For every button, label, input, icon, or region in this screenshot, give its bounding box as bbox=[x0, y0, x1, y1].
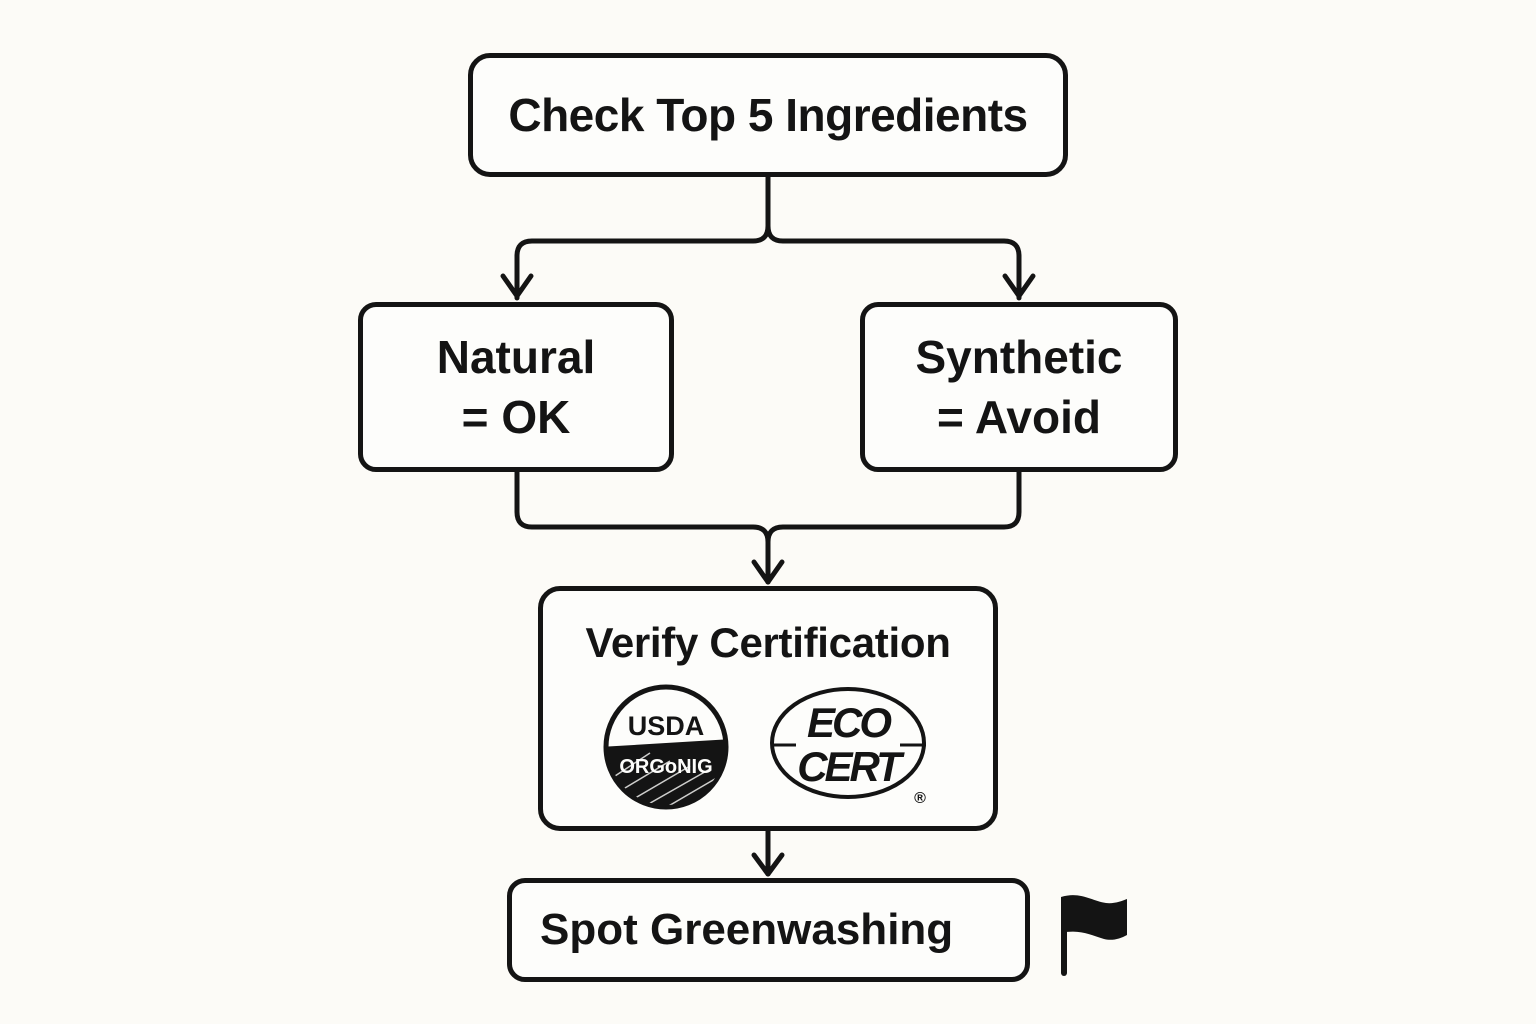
node-label: Spot Greenwashing bbox=[540, 905, 954, 954]
edge-merge-left bbox=[514, 469, 771, 585]
arrowhead-synthetic bbox=[1002, 273, 1036, 299]
edge-top-split bbox=[514, 174, 771, 301]
flag-icon bbox=[1061, 895, 1127, 976]
ecocert-logo-icon: ECO CERT ® bbox=[770, 687, 926, 807]
node-synthetic-avoid: Synthetic = Avoid bbox=[860, 302, 1178, 472]
node-label: Verify Certification bbox=[585, 619, 951, 666]
edge-merge-right bbox=[765, 469, 1022, 585]
svg-text:CERT: CERT bbox=[797, 743, 905, 790]
svg-text:ORGoNIG: ORGoNIG bbox=[619, 756, 712, 778]
node-label-line1: Synthetic bbox=[915, 331, 1123, 383]
svg-text:®: ® bbox=[914, 790, 926, 807]
arrowhead-natural bbox=[500, 273, 534, 299]
node-check-top-ingredients: Check Top 5 Ingredients bbox=[468, 53, 1068, 177]
svg-text:ECO: ECO bbox=[807, 699, 891, 746]
certification-logos: USDA ORGoNIG ECO CERT ® bbox=[600, 681, 936, 813]
node-natural-ok: Natural = OK bbox=[358, 302, 674, 472]
node-verify-certification: Verify Certification USDA ORGoNIG bbox=[538, 586, 998, 831]
node-label-line2: = OK bbox=[461, 391, 571, 443]
arrowhead-spot bbox=[751, 852, 785, 877]
node-label-line2: = Avoid bbox=[936, 391, 1101, 443]
svg-text:USDA: USDA bbox=[628, 711, 705, 741]
node-spot-greenwashing: Spot Greenwashing bbox=[507, 878, 1030, 982]
node-label-line1: Natural bbox=[436, 331, 596, 383]
arrowhead-verify bbox=[751, 559, 785, 585]
edge-top-split-right bbox=[765, 174, 1022, 301]
usda-organic-logo-icon: USDA ORGoNIG bbox=[603, 684, 729, 810]
node-label: Check Top 5 Ingredients bbox=[508, 89, 1028, 141]
